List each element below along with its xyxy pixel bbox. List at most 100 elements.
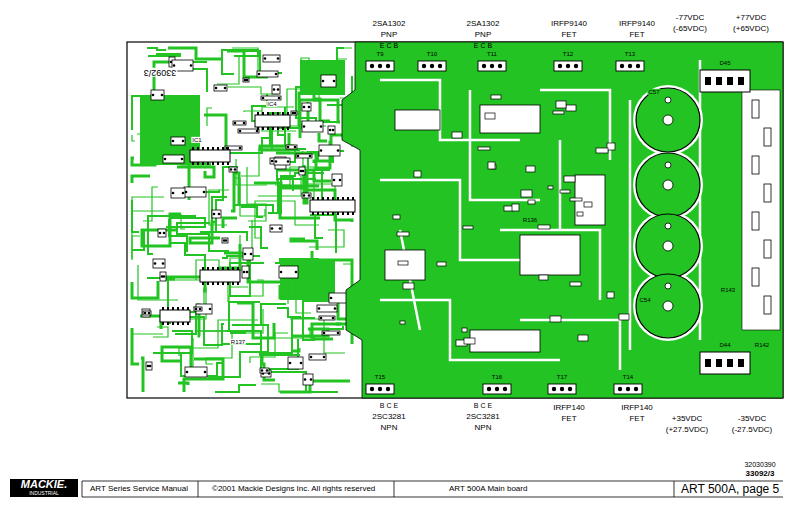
pad (190, 64, 193, 67)
voltage-label: +77VDC (736, 14, 766, 22)
voltage-label: (+27.5VDC) (666, 426, 708, 434)
trace (329, 326, 343, 329)
component-outline (242, 266, 249, 278)
smd-part (414, 171, 421, 177)
ic-outline (310, 200, 355, 212)
document-number: 32030390 (744, 461, 775, 468)
component-outline (286, 145, 297, 149)
pad (279, 227, 282, 230)
smd-part (564, 176, 575, 182)
pad (246, 271, 249, 274)
capacitor (636, 153, 700, 217)
ic-pin (282, 112, 284, 115)
ic-pin (227, 162, 229, 165)
pad (482, 64, 486, 68)
footer-divider (82, 481, 83, 497)
component-outline (764, 128, 771, 146)
capacitor-pad (663, 115, 673, 125)
trace (132, 281, 158, 298)
component-outline (153, 259, 165, 268)
pad (278, 97, 281, 100)
component-outline (322, 331, 340, 335)
power-connector (700, 70, 750, 92)
ic-pin (182, 307, 184, 310)
isolation-gap (380, 180, 520, 260)
transistor-footprint (366, 61, 394, 71)
pad (487, 387, 491, 391)
ic-pin (207, 267, 209, 270)
pad (295, 271, 298, 274)
part-number: 2SC3281 (466, 413, 499, 421)
pad (294, 112, 297, 115)
trace (229, 302, 260, 333)
component-outline (752, 212, 759, 230)
component-outline (274, 158, 290, 165)
smd-part (521, 190, 532, 197)
component-outline (160, 272, 166, 281)
pad (498, 64, 502, 68)
component-outline (302, 121, 323, 132)
component-outline (764, 184, 771, 202)
pad (224, 87, 227, 90)
ic-pin (177, 307, 179, 310)
component-outline (238, 129, 259, 133)
pad (332, 317, 335, 320)
pad (727, 77, 733, 85)
designator: T9 (375, 51, 384, 57)
logo-text: MACKIE. (21, 479, 67, 491)
pad (705, 77, 711, 85)
capacitor (636, 274, 700, 338)
pad (634, 387, 638, 391)
part-type: NPN (475, 424, 492, 432)
pad (287, 146, 290, 149)
designator: T11 (486, 51, 498, 57)
pad (386, 387, 390, 391)
component-outline (260, 368, 269, 373)
copper-traces (132, 48, 352, 392)
footer-text: ART 500A Main board (449, 485, 527, 493)
smd-part (400, 321, 405, 324)
pad (320, 149, 323, 152)
pad (329, 129, 332, 132)
component-outline (261, 96, 281, 100)
trace (140, 316, 161, 329)
smd-part (491, 95, 501, 99)
pad (628, 64, 632, 68)
component-outline (291, 111, 297, 115)
ic-pin (352, 197, 354, 200)
trace (249, 227, 268, 248)
pad (705, 359, 711, 367)
pad (300, 362, 303, 365)
pad (727, 359, 733, 367)
ic-pin (212, 147, 214, 150)
component-outline (480, 105, 540, 133)
ic-pin (222, 282, 224, 285)
ic-pin (217, 147, 219, 150)
component-outline (233, 121, 246, 125)
component-outline (385, 250, 425, 280)
pad (566, 64, 570, 68)
pad (339, 179, 342, 182)
capacitor-pad (663, 241, 673, 251)
designator: R142 (754, 342, 770, 348)
pad (266, 369, 269, 372)
trace (132, 236, 140, 260)
pad (337, 149, 340, 152)
trace (177, 167, 214, 177)
pad (199, 308, 202, 311)
pad (152, 94, 155, 97)
part-number: 2SA1302 (467, 20, 500, 28)
designator: IC4 (266, 101, 277, 107)
pad (182, 192, 185, 195)
pad (203, 191, 206, 194)
trace (167, 277, 205, 291)
pad (154, 262, 157, 265)
board-outline (127, 42, 783, 398)
capacitor-pad (663, 301, 673, 311)
trace (173, 69, 207, 92)
component-outline (317, 305, 337, 312)
pad (271, 160, 274, 163)
ic-pin (192, 162, 194, 165)
smd-part (553, 111, 564, 114)
